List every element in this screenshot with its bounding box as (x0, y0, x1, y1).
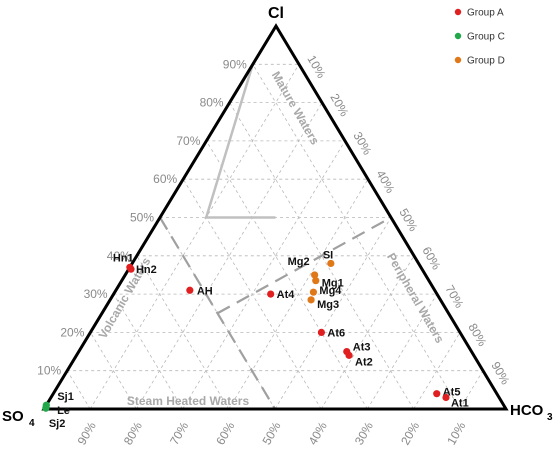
vertex-label-right: HCO (510, 402, 544, 419)
data-label-at6: At6 (327, 327, 345, 339)
region-label: Steam Heated Waters (127, 394, 250, 408)
data-point-mg4 (309, 288, 318, 296)
region-boundaries (159, 63, 392, 410)
grid-line-hco3 (182, 140, 346, 410)
tick-label-cl: 60% (153, 172, 177, 186)
tick-label-cl: 90% (223, 57, 247, 71)
data-point-mg2 (311, 271, 319, 279)
vertex-label-left-subscript: 4 (29, 418, 35, 429)
data-point-at4 (267, 290, 275, 298)
data-point-si (327, 259, 335, 268)
data-label-mg3: Mg3 (317, 299, 339, 311)
tick-label-so4: 40% (306, 419, 330, 447)
data-label-le: Le (57, 405, 70, 417)
data-label-hn1: Hn1 (113, 252, 134, 264)
tick-label-cl: 40% (107, 249, 131, 263)
legend-label: Group C (467, 32, 505, 43)
data-label-at3: At3 (353, 342, 371, 354)
tick-label-cl: 70% (176, 134, 200, 148)
vertex-label-right-subscript: 3 (547, 412, 553, 423)
data-label-sj2: Sj2 (49, 418, 66, 430)
grid-lines (66, 63, 484, 410)
legend-label: Group D (467, 56, 505, 67)
grid-line-hco3 (274, 217, 392, 410)
data-point-sj2 (42, 404, 50, 412)
grid-line-hco3 (459, 370, 484, 410)
data-point-ah (186, 286, 194, 294)
tick-label-so4: 30% (352, 419, 376, 447)
data-label-si: SI (323, 249, 333, 261)
legend-marker (454, 56, 462, 64)
grid-line-so4 (252, 64, 461, 410)
tick-labels: 10%10%10%20%20%20%30%30%30%40%40%40%50%5… (37, 53, 513, 448)
data-label-ah: AH (197, 285, 213, 297)
data-label-sj1: Sj1 (57, 391, 74, 403)
tick-label-so4: 80% (121, 419, 145, 447)
tick-label-so4: 10% (444, 419, 468, 447)
legend-label: Group A (467, 8, 504, 19)
data-label-at4: At4 (277, 289, 296, 301)
tick-label-cl: 10% (37, 364, 61, 378)
legend: Group A Group C Group D (454, 8, 505, 67)
triangle-frame (41, 23, 509, 411)
legend-marker (454, 8, 462, 16)
vertex-label-left: SO (2, 408, 24, 425)
boundary-mature (204, 63, 276, 219)
boundary-peripheral (216, 216, 392, 315)
tick-label-so4: 20% (398, 419, 422, 447)
grid-line-hco3 (413, 332, 461, 410)
data-label-mg2: Mg2 (288, 256, 310, 268)
tick-label-cl: 20% (60, 325, 84, 339)
data-point-mg3 (307, 296, 315, 304)
grid-line-hco3 (367, 293, 438, 410)
tick-label-so4: 50% (259, 419, 283, 447)
data-label-hn2: Hn2 (136, 264, 157, 276)
tick-label-so4: 70% (167, 419, 191, 447)
data-point-at1 (442, 393, 450, 402)
data-point-mg1 (312, 277, 320, 285)
data-point-at5 (433, 390, 441, 398)
data-label-mg1: Mg1 (322, 278, 344, 290)
tick-label-so4: 60% (213, 419, 237, 447)
grid-line-hco3 (89, 64, 300, 410)
grid-line-so4 (113, 293, 183, 410)
tick-label-cl: 50% (130, 211, 154, 225)
data-point-at2 (345, 351, 353, 359)
grid-line-so4 (66, 370, 91, 410)
data-label-at1: At1 (451, 398, 469, 410)
vertex-label-top: Cl (268, 5, 284, 22)
grid-line-so4 (90, 332, 137, 410)
data-point-hn2 (127, 265, 135, 273)
data-label-at2: At2 (355, 356, 373, 368)
tick-label-so4: 90% (75, 419, 99, 447)
tick-label-cl: 30% (84, 287, 108, 301)
data-label-mg4: Mg4 (319, 285, 342, 297)
tick-label-cl: 80% (200, 96, 224, 110)
data-point-at6 (317, 328, 325, 336)
legend-marker (454, 32, 462, 40)
